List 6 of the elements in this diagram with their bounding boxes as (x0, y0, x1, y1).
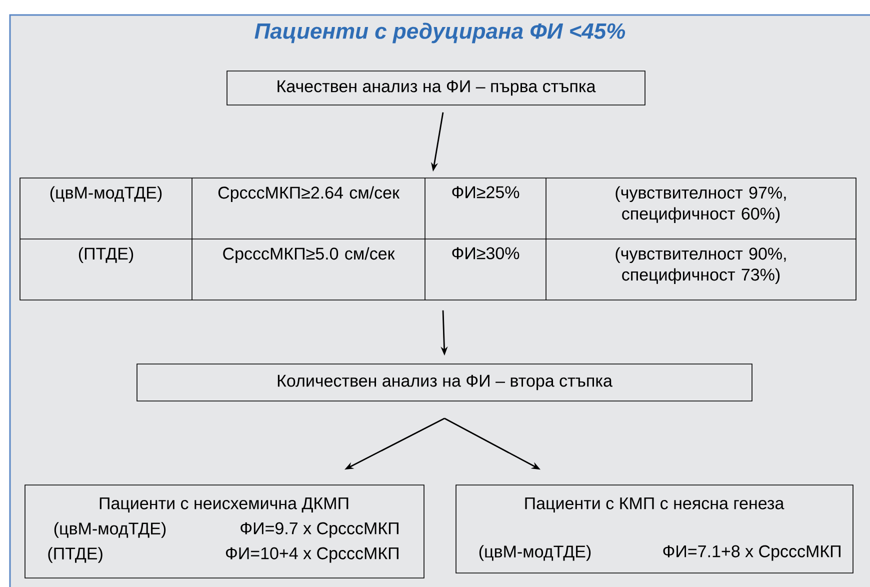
title: Пациенти с редуцирана ФИ <45% (254, 22, 626, 44)
process-box: Количествен анализ на ФИ – втора стъпка (136, 364, 752, 402)
process-box: Качествен анализ на ФИ – първа стъпка (226, 70, 646, 106)
data-table: (цвМ-модТДЕ) СрсссМКП≥2.64 см/сек ФИ≥25% (чувствителност 97%, специфичност 60%) (ПТДЕ) СрсссМКП≥5.0 см/сек ФИ≥30% (чувствителност 90%, специфичност 73%) (20, 178, 856, 300)
result-box: Пациенти с неисхемична ДКМП (цвМ-модТДЕ) ФИ=9.7 x СрсссМКП (ПТДЕ) ФИ=10+4 x СрсссМКП (24, 484, 424, 578)
result-box: Пациенти с КМП с неясна генеза (цвМ-модТДЕ) ФИ=7.1+8 x СрсссМКП (456, 484, 854, 574)
